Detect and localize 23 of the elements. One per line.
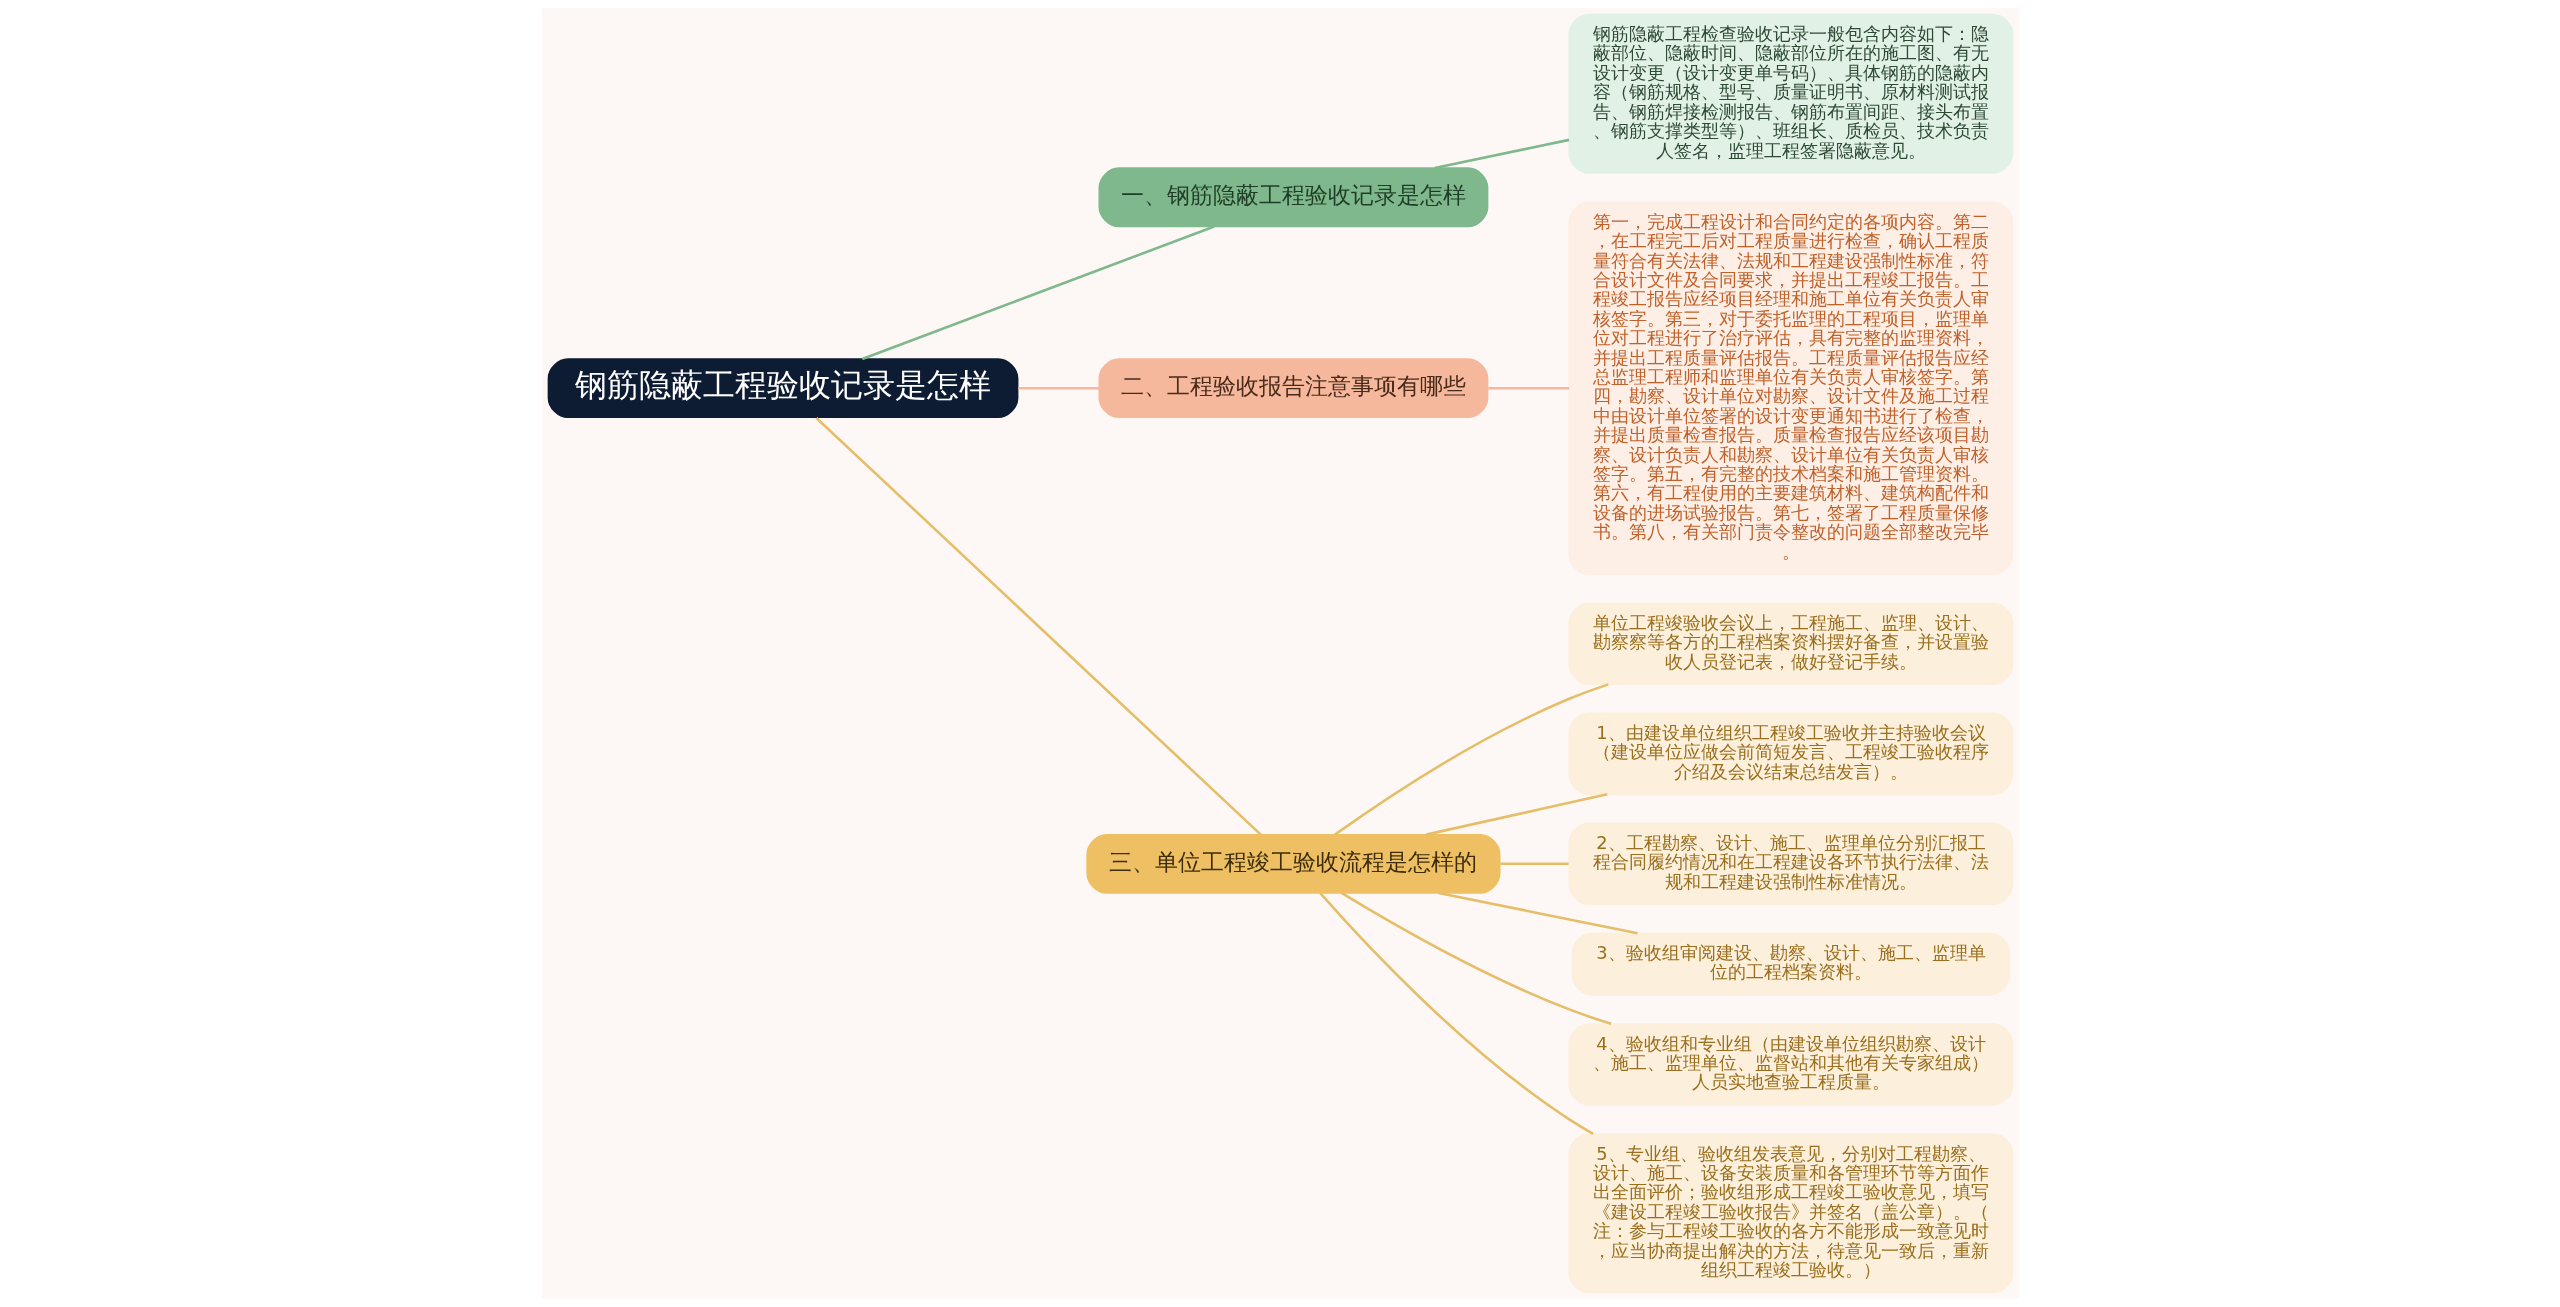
node-box: 三、单位工程竣工验收流程是怎样的 — [1085, 833, 1500, 894]
connector — [1437, 891, 1638, 935]
node-box: 4、验收组和专业组（由建设单位组织勘察、设计、施工、监理单位、监督站和其他有关专家组成）人员实地查验工程质量。 — [1567, 1023, 2013, 1106]
node-box: 2、工程勘察、设计、施工、监理单位分别汇报工程合同履约情况和在工程建设各环节执行法律、法规和工程建设强制性标准情况。 — [1567, 822, 2013, 906]
node-box: 一、钢筋隐蔽工程验收记录是怎样 — [1098, 167, 1488, 228]
connector — [1017, 386, 1099, 390]
connector — [1433, 138, 1569, 170]
node-box: 钢筋隐蔽工程验收记录是怎样 — [547, 358, 1018, 419]
connector — [1340, 891, 1611, 1026]
node-box: 1、由建设单位组织工程竣工验收并主持验收会议（建设单位应做会前简短发言、工程竣工验收程序介绍及会议结束总结发言）。 — [1567, 712, 2013, 796]
node-box: 钢筋隐蔽工程检查验收记录一般包含内容如下：隐蔽部位、隐蔽时间、隐蔽部位所在的施工图、有无设计变更（设计变更单号码）、具体钢筋的隐蔽内容（钢筋规格、型号、质量证明书、原材料测试报告、钢筋焊接检测报告、钢筋布置间距、接头布置、钢筋支撑类型等）、班组长、质检员、技术负责人签名，监理工程签署隐蔽意见。 — [1567, 13, 2013, 174]
node-box: 单位工程竣验收会议上，工程施工、监理、设计、勘察察等各方的工程档案资料摆好备查，并设置验收人员登记表，做好登记手续。 — [1567, 602, 2013, 686]
node-box: 二、工程验收报告注意事项有哪些 — [1098, 358, 1488, 419]
node-box: 3、验收组审阅建设、勘察、设计、施工、监理单位的工程档案资料。 — [1571, 932, 2010, 996]
connector — [861, 225, 1215, 361]
connector — [1425, 793, 1608, 836]
node-box: 第一，完成工程设计和合同约定的各项内容。第二，在工程完工后对工程质量进行检查，确认工程质量符合有关法律、法规和工程建设强制性标准，符合设计文件及合同要求，并提出工程竣工报告。工程竣工报告应经项目经理和施工单位有关负责人审核签字。第三，对于委托监理的工程项目，监理单位对工程进行了治疗评估，具有完整的监理资料，并提出工程质量评估报告。工程质量评估报告应经总监理工程师和监理单位有关负责人审核签字。第四，勘察、设计单位对勘察、设计文件及施工过程中由设计单位签署的设计变更通知书进行了检查，并提出质量检查报告。质量检查报告应经该项目勘察、设计负责人和勘察、设计单位有关负责人审核签字。第五，有完整的技术档案和施工管理资料。第六，有工程使用的主要建筑材料、建筑构配件和设备的进场试验报告。第七，签署了工程质量保修书。第八，有关部门责令整改的问题全部整改完毕。 — [1567, 201, 2013, 576]
connector — [1318, 892, 1594, 1135]
connector — [1333, 683, 1609, 836]
connector — [815, 417, 1262, 836]
connector — [1487, 386, 1569, 390]
node-box: 5、专业组、验收组发表意见，分别对工程勘察、设计、施工、设备安装质量和各管理环节等方面作出全面评价；验收组形成工程竣工验收意见，填写《建设工程竣工验收报告》并签名（盖公章）。（注：参与工程竣工验收的各方不能形成一致意见时，应当协商提出解决的方法，待意见一致后，重新组织工程竣工验收。） — [1567, 1133, 2013, 1294]
connector — [1499, 862, 1569, 866]
